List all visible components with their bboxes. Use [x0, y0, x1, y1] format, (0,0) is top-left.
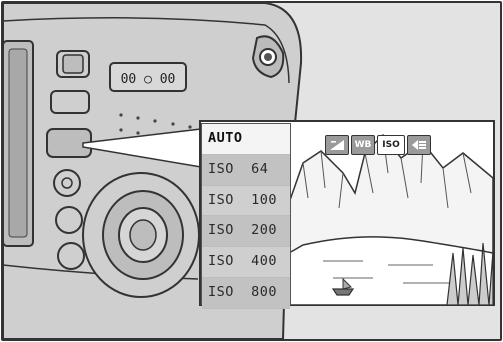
- round-button-2[interactable]: [56, 207, 82, 233]
- lcd-toolbar: WB ISO: [325, 135, 431, 155]
- iso-option-100[interactable]: ISO 100: [202, 186, 290, 217]
- zoom-lever-label: 00 ○ 00: [121, 72, 176, 87]
- iso-option-200[interactable]: ISO 200: [202, 216, 290, 247]
- iso-option-400[interactable]: ISO 400: [202, 247, 290, 278]
- quality-size-icon[interactable]: [407, 135, 431, 155]
- round-button-3[interactable]: [58, 243, 84, 269]
- iso-icon[interactable]: ISO: [377, 135, 405, 155]
- control-dial[interactable]: [83, 173, 199, 297]
- white-balance-icon[interactable]: WB: [351, 135, 375, 155]
- exposure-compensation-icon[interactable]: [325, 135, 349, 155]
- menu-button[interactable]: [51, 91, 89, 113]
- iso-option-64[interactable]: ISO 64: [202, 155, 290, 186]
- iso-option-800[interactable]: ISO 800: [202, 278, 290, 309]
- boat-drawing: [333, 289, 353, 295]
- iso-menu: AUTO ISO 64 ISO 100 ISO 200 ISO 400 ISO …: [201, 123, 291, 305]
- iso-option-auto[interactable]: AUTO: [202, 124, 290, 155]
- round-button-1[interactable]: [54, 170, 80, 196]
